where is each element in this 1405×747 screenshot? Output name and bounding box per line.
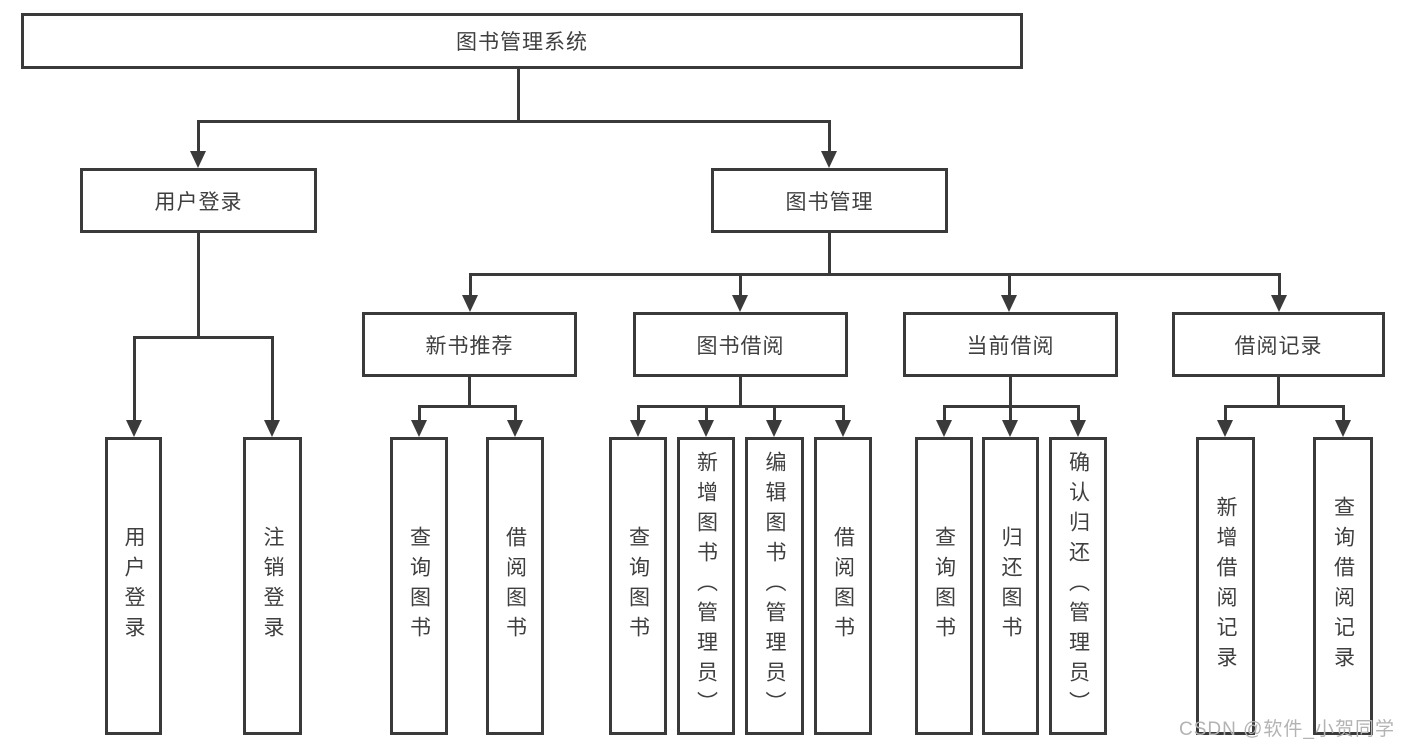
leaf-query-books-borrow-label: 查询图书 <box>626 526 650 646</box>
connector-recd-leaf1-stem <box>1224 405 1227 422</box>
leaf-logout-label: 注销登录 <box>261 526 284 646</box>
connector-manage-down <box>828 233 831 273</box>
arrowhead-records-icon <box>1271 295 1287 312</box>
arrowhead-cur-leaf1-icon <box>936 420 952 437</box>
node-user-login: 用户登录 <box>80 168 317 233</box>
connector-recommend-stem <box>469 273 472 297</box>
node-system-root: 图书管理系统 <box>21 13 1023 69</box>
connector-leaf-login1-stem <box>133 336 136 422</box>
connector-borrow-stem <box>739 273 742 297</box>
connector-manage-stem <box>828 120 831 152</box>
arrowhead-rec-leaf1-icon <box>411 420 427 437</box>
connector-bor-leaf2-stem <box>705 405 708 422</box>
node-new-book-recommend: 新书推荐 <box>362 312 577 377</box>
connector-leaf-login2-stem <box>271 336 274 422</box>
node-book-borrow: 图书借阅 <box>633 312 848 377</box>
connector-bor-leaf4-stem <box>842 405 845 422</box>
connector-recd-leaf2-stem <box>1342 405 1345 422</box>
leaf-query-books-recommend: 查询图书 <box>390 437 448 735</box>
arrowhead-borrow-icon <box>732 295 748 312</box>
leaf-return-book: 归还图书 <box>982 437 1039 735</box>
connector-borrow-hbar <box>637 405 845 408</box>
connector-cur-leaf3-stem <box>1077 405 1080 422</box>
leaf-query-books-borrow: 查询图书 <box>609 437 667 735</box>
connector-recommend-hbar <box>418 405 517 408</box>
leaf-borrow-books: 借阅图书 <box>814 437 872 735</box>
node-borrow-records: 借阅记录 <box>1172 312 1385 377</box>
connector-rec-leaf2-stem <box>514 405 517 422</box>
csdn-watermark: CSDN @软件_小贺同学 <box>1179 719 1395 740</box>
leaf-return-book-label: 归还图书 <box>999 526 1022 646</box>
arrowhead-cur-leaf3-icon <box>1070 420 1086 437</box>
leaf-borrow-books-label: 借阅图书 <box>831 526 855 646</box>
connector-bor-leaf3-stem <box>773 405 776 422</box>
arrowhead-leaf-login1-icon <box>126 420 142 437</box>
leaf-edit-book-admin-label: 编辑图书（管理员） <box>763 451 786 721</box>
connector-cur-leaf2-stem <box>1009 405 1012 422</box>
connector-records-hbar <box>1224 405 1345 408</box>
arrowhead-manage-icon <box>821 151 837 168</box>
leaf-confirm-return-admin-label: 确认归还（管理员） <box>1066 451 1090 721</box>
connector-records-stem <box>1278 273 1281 297</box>
connector-borrow-down <box>739 377 742 405</box>
leaf-user-login-label: 用户登录 <box>122 526 145 646</box>
arrowhead-current-icon <box>1001 295 1017 312</box>
node-current-borrow: 当前借阅 <box>903 312 1118 377</box>
arrowhead-bor-leaf3-icon <box>766 420 782 437</box>
arrowhead-recd-leaf1-icon <box>1217 420 1233 437</box>
node-book-management: 图书管理 <box>711 168 948 233</box>
leaf-query-borrow-record: 查询借阅记录 <box>1313 437 1373 735</box>
connector-current-stem <box>1008 273 1011 297</box>
leaf-confirm-return-admin: 确认归还（管理员） <box>1049 437 1107 735</box>
leaf-edit-book-admin: 编辑图书（管理员） <box>745 437 804 735</box>
arrowhead-leaf-login2-icon <box>264 420 280 437</box>
leaf-query-books-recommend-label: 查询图书 <box>407 526 431 646</box>
arrowhead-recommend-icon <box>462 295 478 312</box>
leaf-logout: 注销登录 <box>243 437 302 735</box>
leaf-add-borrow-record: 新增借阅记录 <box>1196 437 1255 735</box>
arrowhead-bor-leaf1-icon <box>630 420 646 437</box>
connector-root-hbar <box>197 120 831 123</box>
arrowhead-recd-leaf2-icon <box>1335 420 1351 437</box>
connector-login-stem <box>197 120 200 152</box>
connector-manage-hbar <box>469 273 1281 276</box>
leaf-query-borrow-record-label: 查询借阅记录 <box>1331 496 1355 676</box>
connector-login-down <box>197 233 200 336</box>
leaf-add-borrow-record-label: 新增借阅记录 <box>1214 496 1237 676</box>
connector-cur-leaf1-stem <box>943 405 946 422</box>
connector-login-hbar <box>133 336 273 339</box>
connector-records-down <box>1277 377 1280 405</box>
connector-recommend-down <box>468 377 471 405</box>
connector-bor-leaf1-stem <box>637 405 640 422</box>
leaf-query-books-current: 查询图书 <box>915 437 973 735</box>
arrowhead-cur-leaf2-icon <box>1002 420 1018 437</box>
connector-root-stem <box>517 69 520 120</box>
arrowhead-bor-leaf2-icon <box>698 420 714 437</box>
arrowhead-bor-leaf4-icon <box>835 420 851 437</box>
leaf-user-login: 用户登录 <box>105 437 162 735</box>
arrowhead-login-icon <box>190 151 206 168</box>
leaf-add-book-admin: 新增图书（管理员） <box>677 437 735 735</box>
leaf-add-book-admin-label: 新增图书（管理员） <box>694 451 718 721</box>
leaf-borrow-books-recommend-label: 借阅图书 <box>503 526 527 646</box>
connector-current-down <box>1009 377 1012 405</box>
connector-rec-leaf1-stem <box>418 405 421 422</box>
leaf-borrow-books-recommend: 借阅图书 <box>486 437 544 735</box>
leaf-query-books-current-label: 查询图书 <box>932 526 956 646</box>
arrowhead-rec-leaf2-icon <box>507 420 523 437</box>
